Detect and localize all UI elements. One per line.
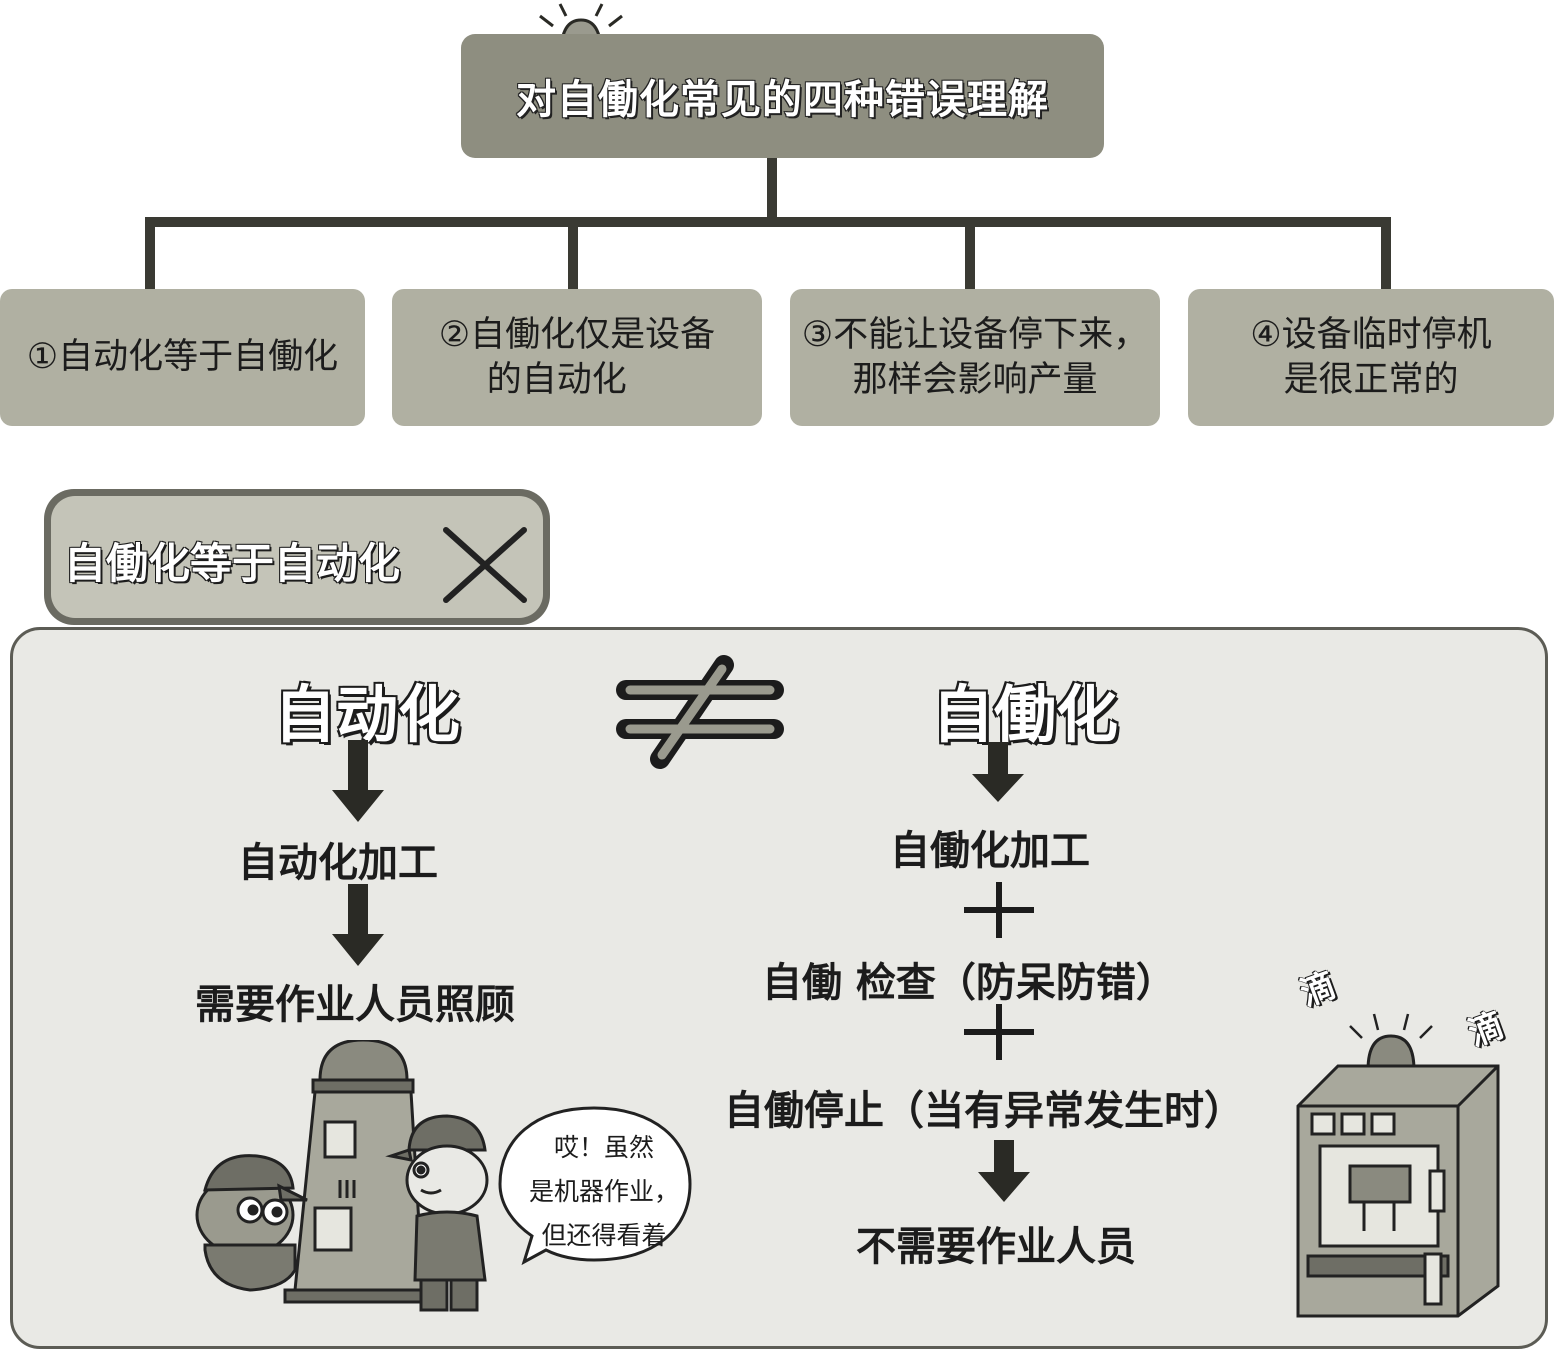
tree-connectors <box>145 3 1391 295</box>
category-box-3: ③不能让设备停下来， 那样会影响产量 <box>790 289 1160 426</box>
category-2-line2: 的自动化 <box>486 359 627 400</box>
left-step-1: 自动化加工 <box>238 840 438 886</box>
left-heading: 自动化 <box>273 677 461 752</box>
down-arrow-icon <box>972 742 1024 802</box>
category-2-line1: ②自働化仅是设备 <box>438 314 716 355</box>
title-box: 对自働化常见的四种错误理解 <box>461 34 1104 158</box>
down-arrow-icon <box>978 1140 1030 1202</box>
section-label: 自働化等于自动化 <box>63 538 401 588</box>
speech-line-3: 但还得看着 <box>541 1221 667 1250</box>
machine-illustration <box>1296 1013 1500 1318</box>
category-3-line1: ③不能让设备停下来， <box>801 314 1149 355</box>
category-box-1: ①自动化等于自働化 <box>0 289 365 426</box>
worker-illustration <box>195 1040 489 1312</box>
speech-line-1: 哎！虽然 <box>553 1133 654 1162</box>
right-heading: 自働化 <box>931 677 1119 752</box>
speech-bubble <box>498 1106 692 1266</box>
right-step-1: 自働化加工 <box>890 828 1090 874</box>
category-box-4: ④设备临时停机 是很正常的 <box>1188 289 1554 426</box>
plus-icon <box>964 882 1034 938</box>
left-step-2: 需要作业人员照顾 <box>195 982 515 1028</box>
plus-icon <box>964 1004 1034 1060</box>
right-result: 不需要作业人员 <box>856 1224 1136 1270</box>
category-4-line2: 是很正常的 <box>1283 359 1459 400</box>
section-label-box <box>44 489 550 625</box>
cross-icon <box>443 527 527 603</box>
speech-bubble-text: 哎！虽然 是机器作业， 但还得看着 <box>524 1126 684 1258</box>
category-4-line1: ④设备临时停机 <box>1250 314 1492 355</box>
diagram-title: 对自働化常见的四种错误理解 <box>515 76 1049 124</box>
category-1-line1: ①自动化等于自働化 <box>26 337 339 377</box>
right-step-2: 自働 检查（防呆防错） <box>762 960 1176 1006</box>
not-equal-icon <box>616 655 784 769</box>
down-arrow-icon <box>332 740 384 822</box>
down-arrow-icon <box>332 884 384 966</box>
category-3-line2: 那样会影响产量 <box>852 359 1098 400</box>
category-box-2: ②自働化仅是设备 的自动化 <box>392 289 762 426</box>
speech-line-2: 是机器作业， <box>528 1177 679 1206</box>
right-step-3: 自働停止（当有异常发生时） <box>724 1088 1244 1134</box>
